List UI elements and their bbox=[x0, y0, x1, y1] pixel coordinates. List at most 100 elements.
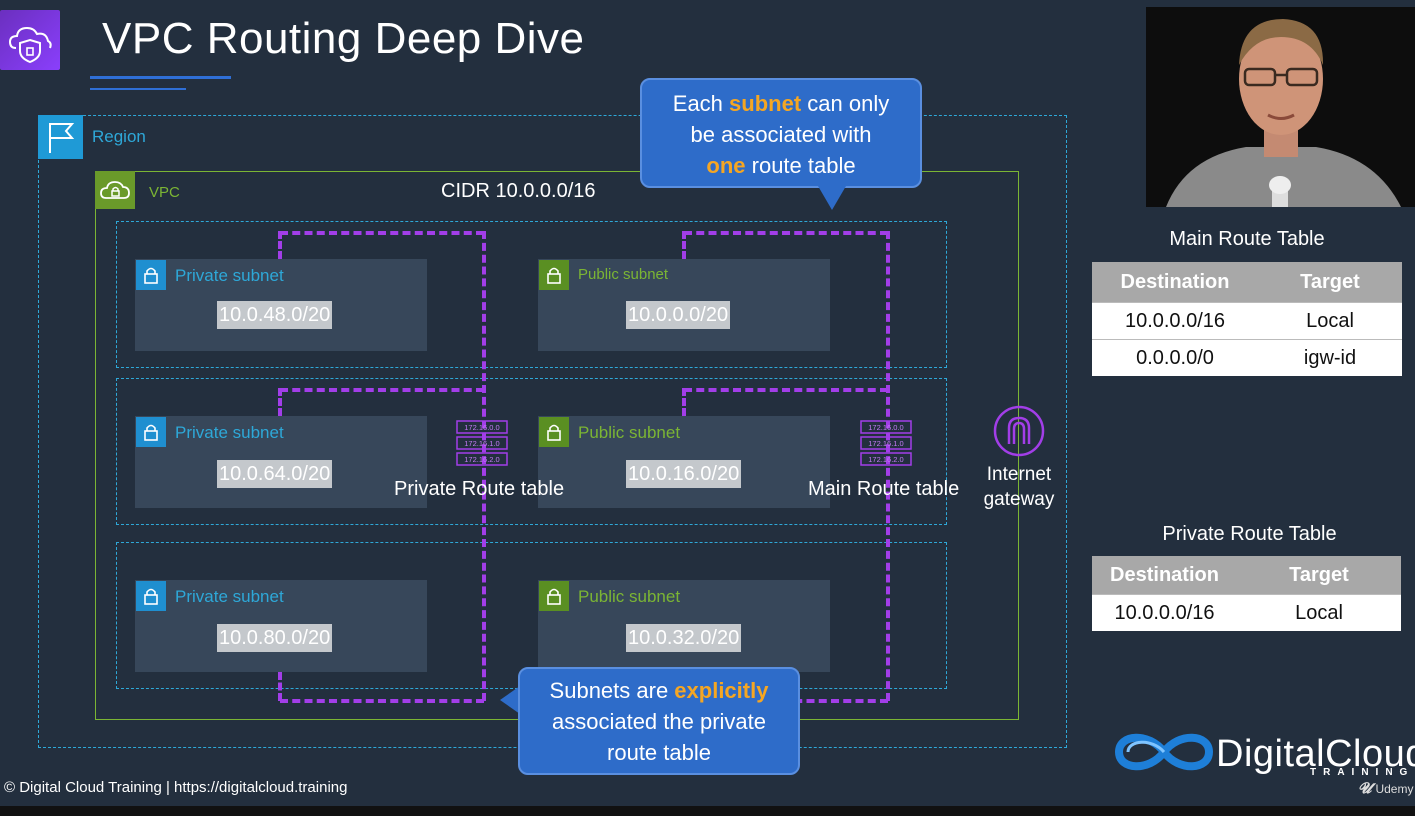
igw-label-line: gateway bbox=[983, 489, 1055, 510]
lock-icon bbox=[136, 581, 166, 611]
callout-highlight: explicitly bbox=[674, 678, 769, 703]
udemy-icon: 𝓤 bbox=[1358, 780, 1376, 797]
digitalcloud-logo-icon bbox=[1114, 728, 1214, 776]
lock-icon bbox=[136, 260, 166, 290]
private-rt-association-line bbox=[280, 388, 484, 392]
private-rt-association-line bbox=[278, 388, 282, 416]
vpc-cloud-icon bbox=[95, 171, 135, 209]
subnet-type-label: Public subnet bbox=[578, 266, 669, 283]
page-title: VPC Routing Deep Dive bbox=[102, 14, 585, 63]
private-rt-association-line bbox=[280, 699, 484, 703]
main-rt-association-line bbox=[684, 388, 888, 392]
table-row: 10.0.0.0/16 Local bbox=[1092, 594, 1401, 631]
availability-zone-row bbox=[116, 378, 947, 525]
brand-name: DigitalCloud bbox=[1216, 733, 1415, 775]
callout-text: route table bbox=[745, 153, 856, 178]
main-rt-association-line bbox=[886, 231, 890, 701]
subnet-cidr: 10.0.80.0/20 bbox=[217, 624, 333, 652]
main-route-table-title: Main Route Table bbox=[1169, 228, 1325, 250]
route-table-icon-row: 172.16.1.0 bbox=[464, 439, 499, 448]
public-subnet-box[interactable]: Public subnet 10.0.32.0/20 bbox=[538, 580, 830, 672]
availability-zone-row bbox=[116, 221, 947, 368]
vpc-cidr-label: CIDR 10.0.0.0/16 bbox=[441, 180, 596, 202]
internet-gateway-icon bbox=[992, 404, 1046, 458]
vpc-label: VPC bbox=[149, 184, 180, 201]
private-rt-association-line bbox=[482, 231, 486, 701]
flag-icon bbox=[38, 115, 83, 159]
footer-copyright: © Digital Cloud Training | https://digit… bbox=[4, 779, 348, 796]
private-route-table-label: Private Route table bbox=[394, 478, 565, 500]
callout-text: be associated with bbox=[690, 122, 872, 147]
route-table-icon-row: 172.16.0.0 bbox=[464, 423, 499, 432]
private-subnet-box[interactable]: Private subnet 10.0.64.0/20 bbox=[135, 416, 427, 508]
main-route-table: Destination Target 10.0.0.0/16 Local 0.0… bbox=[1092, 262, 1402, 376]
callout-text: Subnets are bbox=[549, 678, 675, 703]
lock-icon bbox=[539, 260, 569, 290]
title-underline-short bbox=[90, 88, 186, 90]
target-cell: Local bbox=[1258, 302, 1402, 340]
subnet-type-label: Private subnet bbox=[175, 423, 284, 442]
route-table-icon-row: 172.16.2.0 bbox=[464, 455, 499, 464]
main-rt-association-line bbox=[684, 231, 888, 235]
callout-one-route-table: Each subnet can only be associated with … bbox=[640, 78, 922, 188]
callout-pointer bbox=[500, 686, 520, 714]
callout-text: can only bbox=[801, 91, 890, 116]
subnet-type-label: Public subnet bbox=[578, 587, 681, 606]
vpc-security-logo-icon bbox=[0, 10, 60, 70]
callout-text: Each bbox=[672, 91, 730, 116]
column-header: Destination bbox=[1092, 556, 1237, 595]
main-route-table-label: Main Route table bbox=[808, 478, 960, 500]
private-rt-association-line bbox=[278, 672, 282, 701]
title-underline bbox=[90, 76, 231, 79]
presenter-video bbox=[1146, 7, 1415, 207]
table-row: 0.0.0.0/0 igw-id bbox=[1092, 339, 1402, 376]
private-route-table: Destination Target 10.0.0.0/16 Local bbox=[1092, 556, 1401, 631]
brand-subtitle: TRAINING bbox=[1310, 767, 1415, 778]
callout-text: associated the private bbox=[551, 709, 767, 734]
callout-text: route table bbox=[607, 740, 711, 765]
callout-highlight: subnet bbox=[729, 91, 802, 116]
subnet-type-label: Private subnet bbox=[175, 587, 284, 606]
callout-explicit-association: Subnets are explicitly associated the pr… bbox=[518, 667, 800, 775]
column-header: Destination bbox=[1092, 262, 1258, 303]
column-header: Target bbox=[1237, 556, 1401, 595]
target-cell: Local bbox=[1237, 594, 1401, 631]
subnet-type-label: Public subnet bbox=[578, 423, 681, 442]
route-table-icon: 172.16.0.0 172.16.1.0 172.16.2.0 bbox=[860, 420, 912, 468]
private-rt-association-line bbox=[280, 231, 484, 235]
main-rt-association-line bbox=[782, 699, 888, 703]
subnet-cidr: 10.0.16.0/20 bbox=[626, 460, 742, 488]
destination-cell: 10.0.0.0/16 bbox=[1092, 594, 1237, 631]
subnet-cidr: 10.0.32.0/20 bbox=[626, 624, 742, 652]
udemy-label: 𝓤 Udemy bbox=[1358, 780, 1413, 797]
region-label: Region bbox=[92, 127, 146, 146]
main-rt-association-line bbox=[682, 231, 686, 259]
private-route-table-title: Private Route Table bbox=[1162, 523, 1337, 545]
target-cell: igw-id bbox=[1258, 339, 1402, 376]
igw-label-line: Internet bbox=[986, 464, 1052, 485]
bottom-bar bbox=[0, 806, 1415, 816]
lock-icon bbox=[136, 417, 166, 447]
column-header: Target bbox=[1258, 262, 1402, 303]
subnet-cidr: 10.0.64.0/20 bbox=[217, 460, 333, 488]
subnet-type-label: Private subnet bbox=[175, 266, 284, 285]
private-rt-association-line bbox=[278, 231, 282, 259]
public-subnet-box[interactable]: Public subnet 10.0.16.0/20 bbox=[538, 416, 830, 508]
route-table-icon: 172.16.0.0 172.16.1.0 172.16.2.0 bbox=[456, 420, 508, 468]
route-table-icon-row: 172.16.2.0 bbox=[868, 455, 903, 464]
table-header-row: Destination Target bbox=[1092, 262, 1402, 303]
lock-icon bbox=[539, 581, 569, 611]
subnet-cidr: 10.0.48.0/20 bbox=[217, 301, 333, 329]
callout-pointer bbox=[818, 186, 846, 210]
private-subnet-box[interactable]: Private subnet 10.0.80.0/20 bbox=[135, 580, 427, 672]
destination-cell: 10.0.0.0/16 bbox=[1092, 302, 1258, 340]
lock-icon bbox=[539, 417, 569, 447]
destination-cell: 0.0.0.0/0 bbox=[1092, 339, 1258, 376]
public-subnet-box[interactable]: Public subnet 10.0.0.0/20 bbox=[538, 259, 830, 351]
subnet-cidr: 10.0.0.0/20 bbox=[626, 301, 731, 329]
main-rt-association-line bbox=[682, 388, 686, 416]
table-row: 10.0.0.0/16 Local bbox=[1092, 302, 1402, 340]
table-header-row: Destination Target bbox=[1092, 556, 1401, 595]
private-subnet-box[interactable]: Private subnet 10.0.48.0/20 bbox=[135, 259, 427, 351]
